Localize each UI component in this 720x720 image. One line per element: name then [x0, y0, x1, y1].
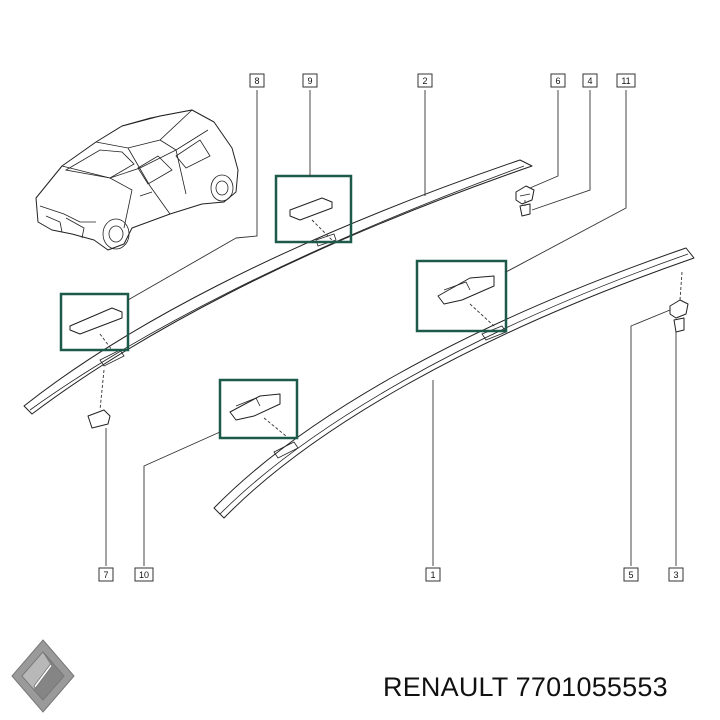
- screw-part-4: [519, 200, 531, 217]
- detail-frame-8: [59, 292, 130, 352]
- callout-label: 7: [103, 570, 108, 580]
- clip-part-5: [669, 271, 689, 319]
- roof-rail-lower: [213, 247, 695, 519]
- callout-label: 4: [587, 76, 592, 86]
- callout-label: 11: [621, 76, 630, 86]
- brand-part-number-caption: RENAULT 7701055553: [383, 672, 668, 702]
- callout-5: 5: [623, 567, 639, 582]
- callout-label: 2: [422, 76, 427, 86]
- detail-frame-9: [274, 174, 353, 244]
- clip-part-6: [515, 185, 535, 205]
- callout-label: 3: [673, 570, 678, 580]
- callout-label: 10: [139, 570, 149, 580]
- callout-label: 5: [628, 570, 633, 580]
- callout-label: 8: [254, 76, 259, 86]
- callout-7: 7: [98, 567, 114, 582]
- callout-1: 1: [425, 567, 441, 582]
- car-illustration: [35, 109, 239, 251]
- callout-8: 8: [249, 73, 265, 88]
- bracket-part-7: [87, 369, 111, 429]
- callout-4: 4: [582, 73, 598, 88]
- callout-10: 10: [134, 567, 154, 582]
- detail-frame-11: [415, 259, 508, 333]
- callout-3: 3: [668, 567, 684, 582]
- callout-9: 9: [302, 73, 318, 88]
- callout-2: 2: [417, 73, 433, 88]
- callout-6: 6: [550, 73, 566, 88]
- callout-11: 11: [616, 73, 636, 88]
- callout-label: 1: [430, 570, 435, 580]
- detail-frame-10: [218, 378, 299, 440]
- roof-rail-upper: [23, 159, 533, 415]
- renault-diamond-logo-icon: [11, 639, 75, 713]
- callout-label: 6: [555, 76, 560, 86]
- callout-label: 9: [307, 76, 312, 86]
- screw-part-3: [673, 317, 685, 333]
- leader-lines: [105, 90, 677, 566]
